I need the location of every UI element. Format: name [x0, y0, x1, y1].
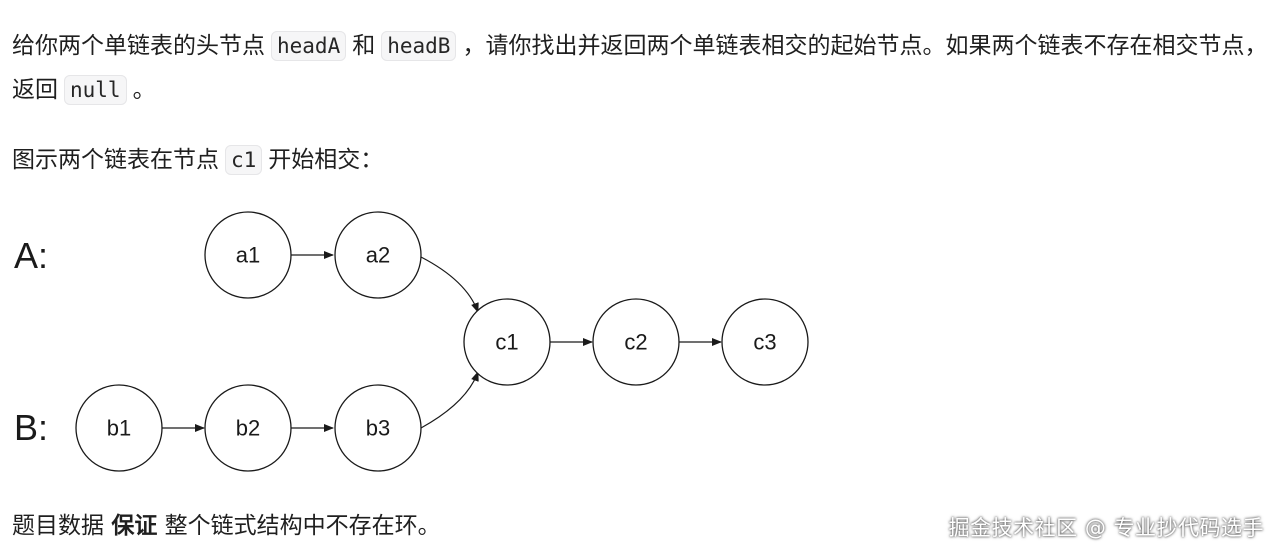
node-a1-label: a1 [236, 243, 260, 268]
inline-code-headB: headB [381, 31, 457, 61]
node-b3: b3 [334, 384, 422, 472]
node-a1: a1 [204, 211, 292, 299]
edge-a2-c1 [420, 256, 479, 313]
edge-b3-c1 [420, 371, 479, 429]
guarantee-text-2: 整个链式结构中不存在环。 [164, 513, 441, 539]
node-c2: c2 [592, 298, 680, 386]
node-b2-label: b2 [236, 416, 260, 441]
list-a-label: A: [14, 235, 48, 276]
node-c3-label: c3 [753, 330, 776, 355]
caption-text-1: 图示两个链表在节点 [12, 147, 219, 173]
node-b3-label: b3 [366, 416, 390, 441]
node-a2-label: a2 [366, 243, 390, 268]
node-c3: c3 [721, 298, 809, 386]
inline-code-c1: c1 [225, 145, 263, 175]
inline-code-headA: headA [271, 31, 347, 61]
list-b-label: B: [14, 407, 48, 448]
node-b2: b2 [204, 384, 292, 472]
intro-text-4: 。 [132, 77, 156, 103]
node-c1-label: c1 [495, 330, 518, 355]
intro-text-1: 给你两个单链表的头节点 [12, 33, 265, 59]
inline-code-null: null [64, 75, 127, 105]
node-a2: a2 [334, 211, 422, 299]
intro-text-2: 和 [352, 33, 376, 59]
node-c2-label: c2 [624, 330, 647, 355]
node-b1-label: b1 [107, 416, 131, 441]
intro-text-3: ，请你找出并返回两个单链表相交的起始节点。如果两个链表不存在相交节点，返回 [12, 33, 1268, 103]
node-b1: b1 [75, 384, 163, 472]
watermark: 掘金技术社区 @ 专业抄代码选手 [948, 516, 1264, 540]
guarantee-text-1: 题目数据 [12, 513, 104, 539]
caption-text-2: 开始相交： [268, 147, 384, 173]
guarantee-note: 题目数据 保证 整个链式结构中不存在环。 [12, 504, 441, 548]
node-c1: c1 [463, 298, 551, 386]
guarantee-emphasis: 保证 [111, 513, 158, 539]
